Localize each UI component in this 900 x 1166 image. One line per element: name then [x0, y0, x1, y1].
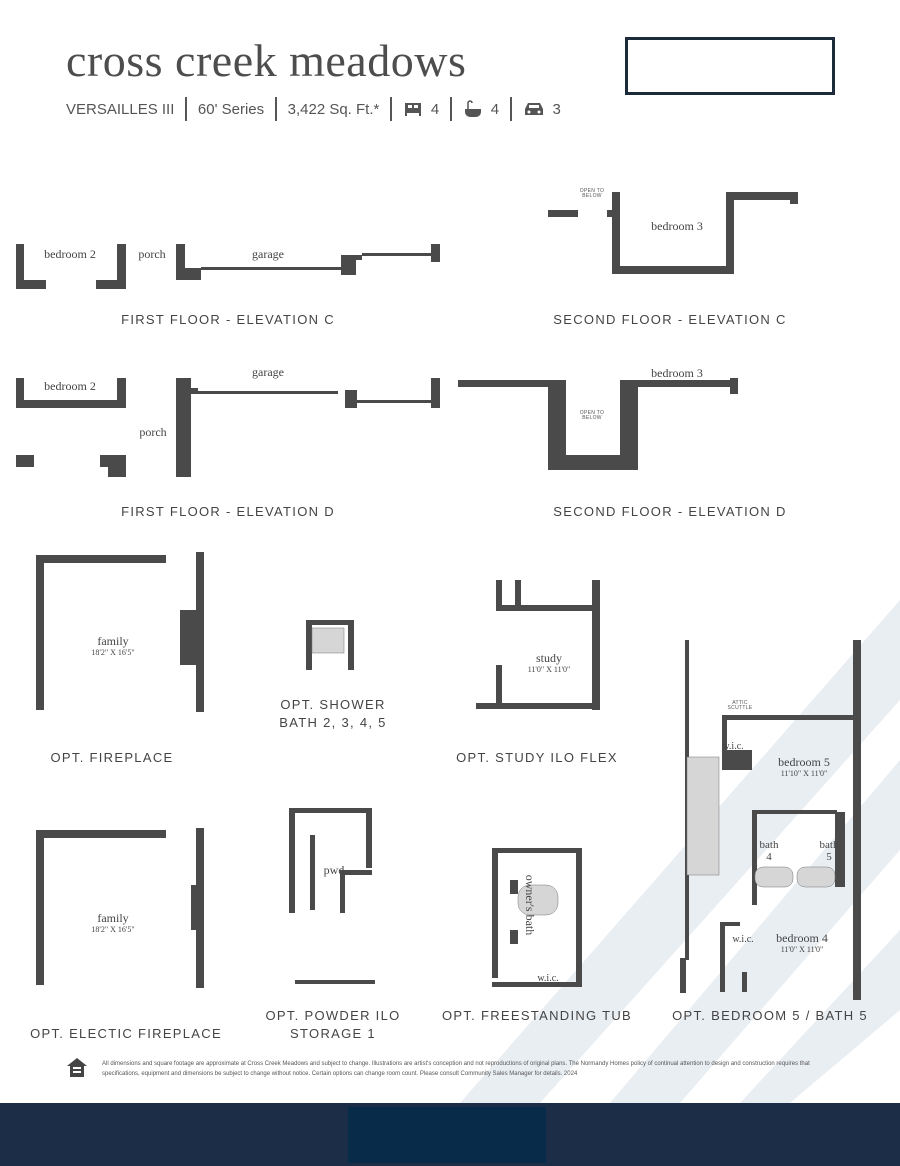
room-label: garage — [252, 247, 284, 261]
home-specs: VERSAILLES III 60' Series 3,422 Sq. Ft.*… — [66, 97, 561, 121]
room-label: porch — [139, 425, 167, 439]
plan-opt-study — [476, 580, 600, 710]
room-label: bath 5 — [819, 839, 839, 863]
room-label: pwd — [323, 863, 345, 877]
bath-count: 4 — [490, 100, 500, 118]
caption-opt-study: OPT. STUDY ILO FLEX — [456, 750, 618, 765]
plan-opt-powder — [289, 808, 375, 984]
room-label: w.i.c. — [537, 973, 559, 984]
plan-first-floor-d — [16, 378, 440, 477]
plan-first-floor-c — [16, 244, 440, 289]
room-label: garage — [252, 365, 284, 379]
open-to-below-note: OPEN TO BELOW — [579, 188, 605, 199]
series: 60' Series — [197, 100, 265, 118]
plan-opt-shower — [306, 620, 354, 670]
attic-scuttle-note: ATTIC SCUTTLE — [727, 700, 753, 711]
plan-second-floor-d — [458, 378, 738, 470]
equal-housing-icon — [67, 1058, 87, 1077]
model-name: VERSAILLES III — [66, 100, 175, 118]
freestanding-tub — [517, 884, 559, 916]
bed-icon — [404, 103, 421, 116]
disclaimer-text: All dimensions and square footage are ap… — [102, 1061, 810, 1077]
caption-opt-bedroom5: OPT. BEDROOM 5 / BATH 5 — [672, 1008, 868, 1023]
garage-count: 3 — [552, 100, 561, 118]
room-label: bath 4 — [759, 839, 779, 863]
logo-box — [625, 37, 835, 95]
caption-opt-freestanding-tub: OPT. FREESTANDING TUB — [441, 1008, 633, 1023]
plan-opt-fireplace — [36, 552, 204, 712]
room-label: bedroom 2 — [44, 247, 96, 261]
footer-center-block — [348, 1107, 546, 1163]
room-label: w.i.c. — [732, 934, 754, 945]
caption-opt-fireplace: OPT. FIREPLACE — [50, 750, 174, 765]
open-to-below-note: OPEN TO BELOW — [579, 410, 605, 421]
room-label: bedroom 3 — [651, 366, 703, 380]
caption-first-floor-d: FIRST FLOOR - ELEVATION D — [121, 504, 335, 519]
caption-second-floor-c: SECOND FLOOR - ELEVATION C — [553, 312, 787, 327]
room-label: owner's bath — [523, 874, 537, 936]
room-label: bedroom 2 — [44, 379, 96, 393]
bathtub-icon — [464, 100, 481, 117]
room-label: porch — [138, 247, 166, 261]
caption-second-floor-d: SECOND FLOOR - ELEVATION D — [553, 504, 787, 519]
caption-opt-electric-fireplace: OPT. ELECTIC FIREPLACE — [30, 1026, 222, 1041]
plan-second-floor-c — [548, 192, 798, 274]
room-label: w.i.c. — [722, 741, 744, 752]
room-label: bedroom 3 — [651, 219, 703, 233]
car-icon — [524, 103, 543, 115]
caption-first-floor-c: FIRST FLOOR - ELEVATION C — [121, 312, 335, 327]
community-title: cross creek meadows — [66, 35, 467, 86]
plan-opt-tub — [492, 848, 582, 987]
staircase — [686, 756, 720, 876]
square-feet: 3,422 Sq. Ft.* — [287, 100, 380, 118]
plan-opt-electric-fireplace — [36, 828, 204, 988]
bedroom-count: 4 — [430, 100, 440, 118]
